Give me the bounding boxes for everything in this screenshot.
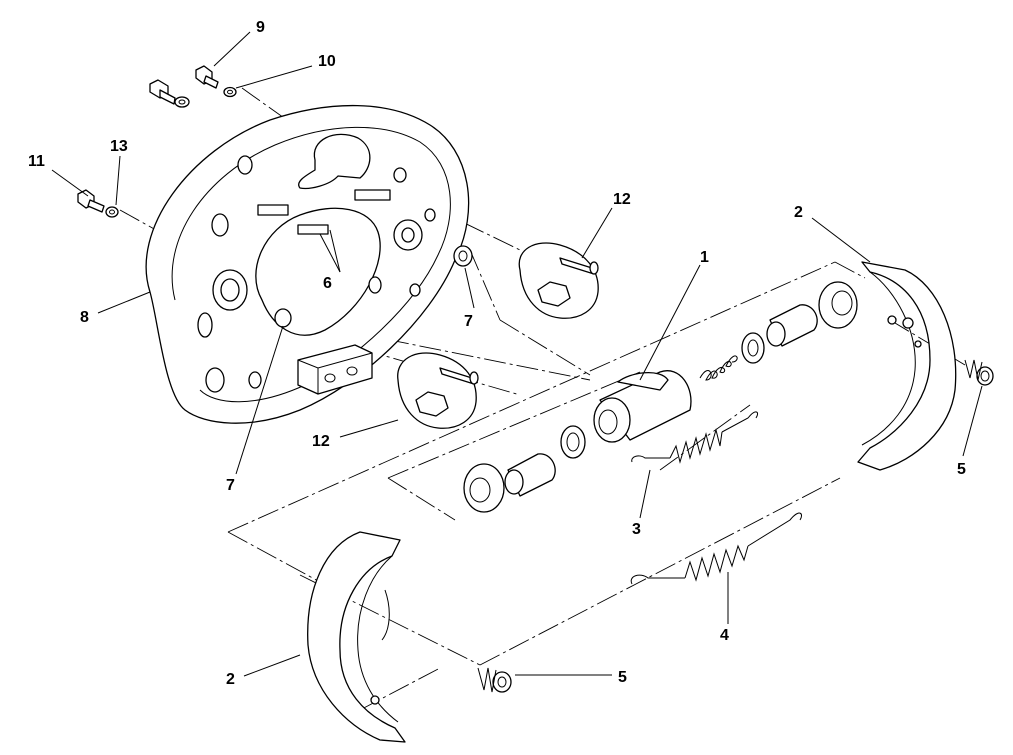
hold-down-spring-bottom xyxy=(477,667,512,693)
washer-7 xyxy=(453,245,473,267)
callout-4: 4 xyxy=(720,627,729,644)
callout-10: 10 xyxy=(318,53,336,70)
screw-9-hardware xyxy=(149,65,237,108)
callout-1: 1 xyxy=(700,249,709,266)
callout-13: 13 xyxy=(110,138,128,155)
screw-11-hardware xyxy=(77,189,119,218)
backing-plate xyxy=(145,104,470,424)
wheel-cylinder-assembly xyxy=(463,281,858,513)
leader-lines xyxy=(51,31,983,677)
adjuster-cam-12-bottom xyxy=(397,352,479,429)
brake-shoe-top xyxy=(857,261,957,471)
brake-shoe-bottom xyxy=(307,531,406,743)
callout-2-top: 2 xyxy=(794,204,803,221)
callout-8: 8 xyxy=(80,309,89,326)
callout-7-right: 7 xyxy=(464,313,473,330)
callout-7-bottom: 7 xyxy=(226,477,235,494)
adjuster-cam-12-top xyxy=(518,242,599,319)
callout-5-right: 5 xyxy=(957,461,966,478)
callout-11: 11 xyxy=(28,153,45,170)
callout-6: 6 xyxy=(323,275,332,292)
hold-down-spring-right xyxy=(964,359,994,386)
callout-12-bottom: 12 xyxy=(312,433,330,450)
return-spring-3 xyxy=(631,411,759,464)
callout-12-top: 12 xyxy=(613,191,631,208)
callout-5-bottom: 5 xyxy=(618,669,627,686)
callout-labels: 9 10 11 13 12 2 1 6 7 8 12 7 5 3 4 2 5 xyxy=(28,19,966,688)
callout-9: 9 xyxy=(256,19,265,36)
callout-3: 3 xyxy=(632,521,641,538)
return-spring-4 xyxy=(630,512,803,585)
callout-2-bottom: 2 xyxy=(226,671,235,688)
